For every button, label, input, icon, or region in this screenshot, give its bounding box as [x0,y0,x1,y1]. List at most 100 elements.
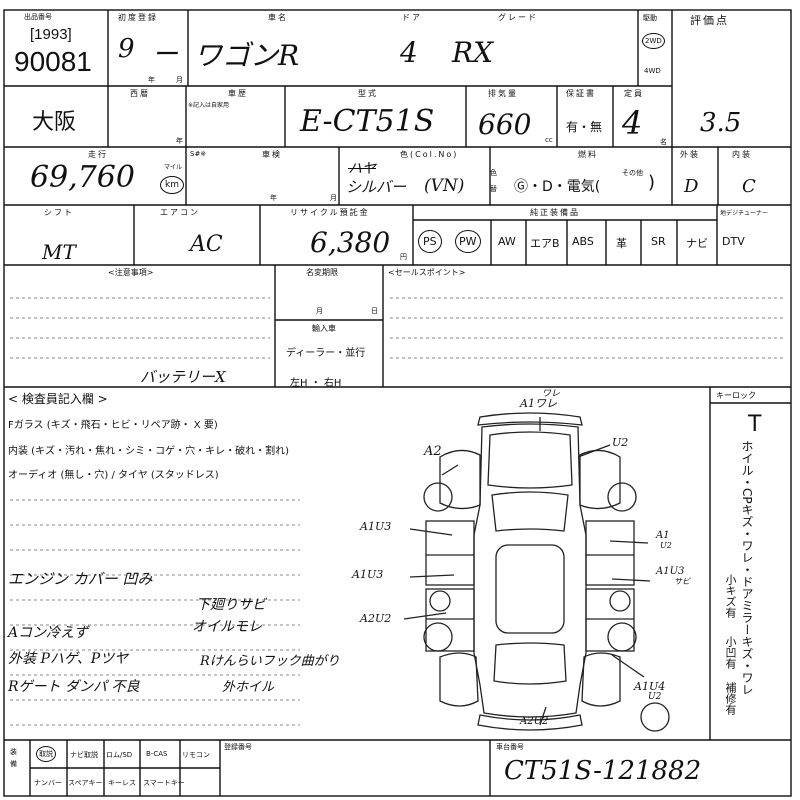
name-change-month: 月 [316,307,323,315]
color-struck: ハヤ [348,161,376,177]
color-change-label: 色替 [490,169,497,193]
lot-number: 90081 [14,46,92,77]
damage-left-mid2: A1U3 [352,568,384,581]
option-navi: ナビ [686,237,708,250]
doors: 4 [400,36,418,69]
equip-navi-manual: ナビ取説 [70,751,98,759]
inspection-month-unit: 月 [330,194,337,202]
drive-2wd: 2WD [642,33,665,49]
warranty-options: 有・無 [566,120,603,134]
s-label: S#※ [190,150,207,158]
handle-label: 左H ・ 右H [290,378,342,389]
history-label: 車歴 [228,89,248,98]
options-label: 純正装備品 [530,208,580,217]
damage-right-mid1: A1 [656,530,670,541]
option-dtv: DTV [722,235,745,248]
color-code: (VN) [424,176,465,196]
side-note-scratch: 小キズ有 [724,574,737,618]
recycle-fee: 6,380 [310,226,391,259]
fuel-other: その他 [622,169,643,177]
interior-condition: 内装 (キズ・汚れ・焦れ・シミ・コゲ・穴・キレ・破れ・割れ) [8,446,289,457]
equip-spare-key: スペアキー [68,779,103,787]
chassis-label: 車台番号 [496,743,524,751]
capacity-label: 定員 [624,89,644,98]
lot-label: 出品番号 [24,13,52,21]
warranty-label: 保証書 [566,89,596,98]
model-code: E-CT51S [300,104,435,139]
audio-tire-condition: オーディオ (無し・穴) / タイヤ (スタッドレス) [8,470,219,481]
inspection-year-unit: 年 [270,194,277,202]
exterior-label: 外装 [680,150,700,159]
memo-wheel: 外ホイル [222,680,275,695]
equip-remote: リモコン [182,751,210,759]
damage-front-top: ワレ [542,389,561,399]
model-label: 型式 [358,89,378,98]
option-aw: AW [498,235,516,248]
displacement-label: 排気量 [488,89,518,98]
equip-smart-key: スマートキー [143,779,185,787]
glass-condition: Fガラス (キズ・飛石・ヒビ・リペア跡・ X 要) [8,420,218,431]
first-reg-label: 初度登録 [118,13,158,22]
damage-right-rear: A1U4 [634,680,666,693]
fuel-options: Ⓖ・D・電気( [514,179,601,195]
score: 3.5 [700,108,742,138]
door-label: ドア [402,13,422,22]
fuel-close: ) [648,172,656,193]
shift: MT [42,240,76,264]
option-leather: 革 [616,237,627,250]
displacement: 660 [478,108,532,141]
key-lock-mark: T [748,412,762,437]
digital-tv-label: 地デジチューナー [720,210,769,217]
model-year: [1993] [30,26,72,43]
year-unit: 年 [148,76,155,84]
caution-text: バッテリーX [140,368,226,386]
side-vertical-note: ホイル・CPキズ・ワレ・ドアミラーキズ・ワレ [740,440,754,696]
name-change-label: 名変期限 [306,268,338,277]
damage-front: A1ワレ [520,397,557,410]
drive-label: 駆動 [643,14,657,22]
import-label: 輸入車 [312,324,336,333]
damage-right-mid1b: U2 [660,541,672,550]
memo-exterior: 外装 Pハゲ、Pツヤ [8,651,129,667]
memo-underbody: 下廻りサビ [196,597,266,613]
west-year-unit: 年 [176,137,183,145]
cc-unit: cc [545,136,553,144]
equip-bcas: B-CAS [146,750,168,758]
drive-4wd: 4WD [644,67,661,75]
color-label: 色(Col.No) [400,150,459,159]
damage-left-rear: A2U2 [360,612,392,625]
history-note: ※記入は自家用 [188,102,230,109]
inspection-label: 車検 [262,150,282,159]
first-reg-dash: ー [152,40,179,70]
month-unit: 月 [176,76,183,84]
caution-label: <注意事項> [108,268,154,277]
option-abs: ABS [572,235,594,248]
car-name-label: 車名 [268,13,288,22]
damage-right-mid2b: サビ [674,577,690,586]
option-airbag: エアB [530,237,560,250]
memo-ac: Aコン冷えず [8,625,89,641]
mileage-unit-top: マイル [164,164,183,171]
registration-label: 登録番号 [224,743,252,751]
sales-point-label: <セールスポイント> [388,268,466,277]
inspector-title: < 検査員記入欄 > [8,392,108,406]
key-lock-label: キーロック [716,391,756,400]
dealer-label: ディーラー・並行 [286,348,366,359]
fuel-label: 燃料 [578,150,598,159]
equip-label: 装備 [10,748,17,768]
mileage-label: 走行 [88,150,108,159]
side-note-repair: 補修有 [724,682,737,715]
interior-grade: C [742,176,756,197]
memo-rear-gate: Rゲート ダンパ 不良 [8,679,140,695]
color: シルバー [346,178,407,196]
capacity: 4 [622,104,643,142]
exterior-grade: D [684,176,699,197]
interior-label: 内装 [732,150,752,159]
capacity-unit: 名 [660,138,667,146]
equip-plate: ナンバー [34,779,62,787]
shift-label: シフト [44,208,74,217]
mileage: 69,760 [30,160,135,195]
location: 大阪 [32,109,77,134]
